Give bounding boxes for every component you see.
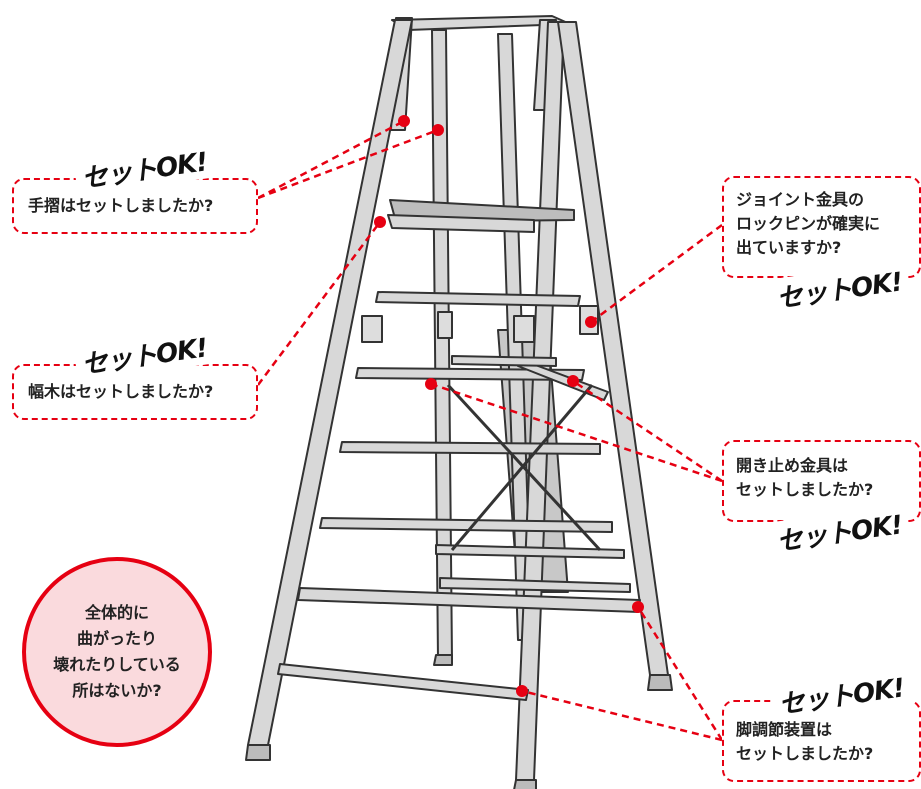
check-point-joint [585,316,597,328]
joint-callout-line-3: 出ていますか? [736,238,842,257]
check-point-stopper-1 [425,378,437,390]
overall-check-line-3: 壊れたりしている [53,655,181,674]
overall-check-circle: 全体的に 曲がったり 壊れたりしている 所はないか? [22,557,212,747]
leg-adjuster-callout-line-1: 脚調節装置は [736,720,833,739]
check-point-toeboard [374,216,386,228]
overall-check-line-1: 全体的に [84,603,149,622]
check-point-stopper-2 [567,375,579,387]
overall-check-line-2: 曲がったり [76,629,157,648]
overall-check-line-4: 所はないか? [72,681,162,700]
check-point-handrail-2 [432,124,444,136]
toeboard-callout-text: 幅木はセットしましたか? [28,382,214,401]
check-point-leg-1 [632,601,644,613]
stopper-callout-line-2: セットしましたか? [736,480,874,499]
check-point-leg-2 [516,685,528,697]
joint-callout: ジョイント金具の ロックピンが確実に 出ていますか? [722,176,921,278]
joint-callout-line-2: ロックピンが確実に [736,214,881,233]
handrail-callout-text: 手摺はセットしましたか? [28,196,214,215]
leg-adjuster-callout-line-2: セットしましたか? [736,744,874,763]
check-point-handrail-1 [398,115,410,127]
stopper-callout-line-1: 開き止め金具は [736,456,849,475]
joint-callout-line-1: ジョイント金具の [736,190,865,209]
